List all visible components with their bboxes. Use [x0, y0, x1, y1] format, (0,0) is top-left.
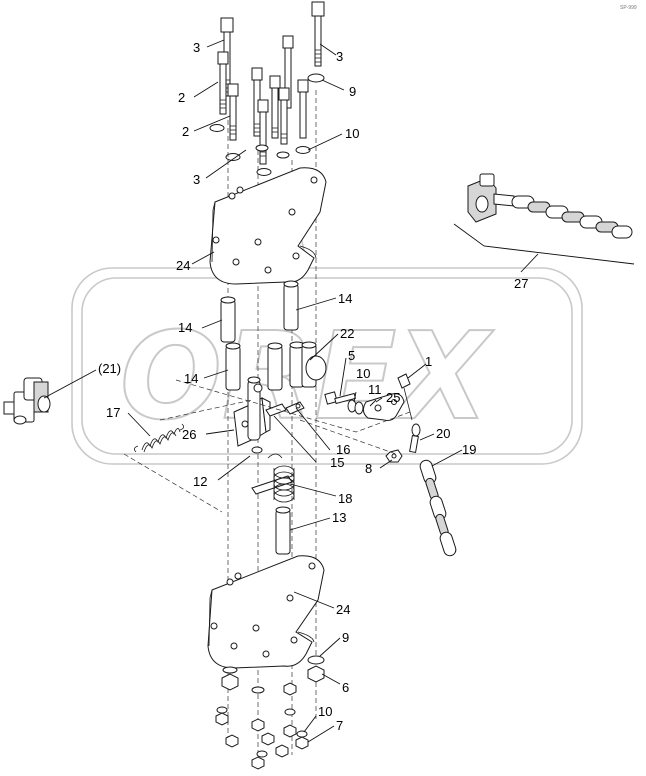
bolt-group-5 [324, 373, 413, 421]
clip-12 [251, 446, 283, 459]
callout-labels: 3 2 2 3 3 9 10 24 14 14 14 22 5 1 10 11 … [98, 5, 637, 733]
callout-3: 3 [193, 40, 200, 55]
callout-21: (21) [98, 361, 121, 376]
corner-code: SP-999 [620, 5, 637, 11]
washer-9-top [307, 73, 325, 83]
callout-9: 9 [342, 630, 349, 645]
callout-10: 10 [318, 704, 332, 719]
callout-15: 15 [330, 455, 344, 470]
washer-small-b [255, 144, 269, 152]
bolt-centre-d [257, 99, 269, 165]
nut-8 [385, 449, 403, 463]
nuts-bottom [215, 655, 325, 770]
callout-10: 10 [345, 126, 359, 141]
callout-13: 13 [332, 510, 346, 525]
callout-3: 3 [193, 172, 200, 187]
mounting-plate-top [209, 167, 327, 285]
assembly-hint-lines [123, 379, 411, 513]
roller-22 [289, 341, 327, 388]
callout-3: 3 [336, 49, 343, 64]
torsion-spring-18 [251, 465, 295, 503]
sleeve-13 [275, 506, 291, 555]
callout-16: 16 [336, 442, 350, 457]
callout-12: 12 [193, 474, 207, 489]
bolt-centre-c [278, 87, 290, 145]
callout-14: 14 [338, 291, 352, 306]
callout-14: 14 [184, 371, 198, 386]
spacer-tubes [220, 280, 299, 391]
callout-2: 2 [182, 124, 189, 139]
callout-2: 2 [178, 90, 185, 105]
bolts-top [209, 1, 325, 176]
bolt-3-right [311, 1, 325, 67]
washer-2 [209, 124, 225, 132]
washer-small [276, 151, 290, 159]
callout-24: 24 [176, 258, 190, 273]
callout-14: 14 [178, 320, 192, 335]
spring-17 [134, 423, 184, 453]
hook-21 [3, 377, 51, 425]
callout-20: 20 [436, 426, 450, 441]
callout-1: 1 [425, 354, 432, 369]
mounting-plate-bottom [207, 555, 325, 669]
callout-9: 9 [349, 84, 356, 99]
chain-19 [419, 459, 457, 557]
leader-lines [43, 39, 539, 743]
callout-10: 10 [356, 366, 370, 381]
callout-25: 25 [386, 390, 400, 405]
inset-27-hook-chain [453, 173, 635, 265]
bolt-2-b [227, 83, 239, 141]
callout-19: 19 [462, 442, 476, 457]
callout-5: 5 [348, 348, 355, 363]
callout-18: 18 [338, 491, 352, 506]
callout-6: 6 [342, 680, 349, 695]
callout-22: 22 [340, 326, 354, 341]
bolt-centre-b [269, 75, 281, 139]
callout-8: 8 [365, 461, 372, 476]
washer-centre [256, 168, 272, 176]
callout-17: 17 [106, 405, 120, 420]
callout-11: 11 [368, 382, 382, 397]
pivot-pin-16 [247, 376, 305, 441]
washer-3 [225, 153, 241, 161]
washer-10-top [295, 146, 311, 154]
bolt-right-d [297, 79, 309, 139]
eyebolt-20 [409, 423, 421, 453]
callout-24: 24 [336, 602, 350, 617]
callout-7: 7 [336, 718, 343, 733]
callout-27: 27 [514, 276, 528, 291]
callout-26: 26 [182, 427, 196, 442]
bolt-2-a [217, 51, 229, 115]
bolt-tall-centre [282, 35, 294, 109]
